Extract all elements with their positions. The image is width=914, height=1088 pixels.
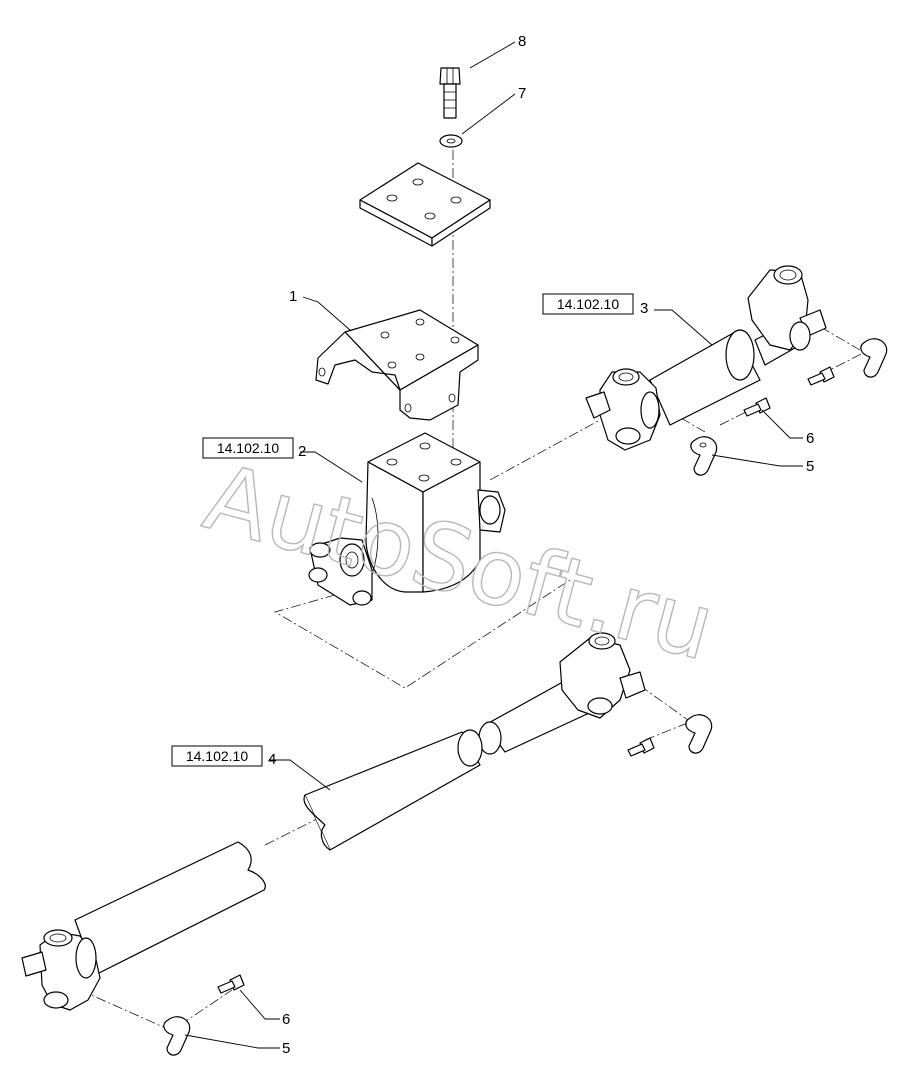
callout-5-lower: 5: [282, 1040, 290, 1057]
callout-3: 3: [640, 300, 648, 317]
screw-part-6: [217, 366, 835, 994]
long-driveshaft-lower-section: [21, 841, 266, 1011]
callout-8: 8: [518, 33, 526, 50]
reference-box-2: 14.102.10: [202, 437, 294, 459]
callout-6-lower: 6: [282, 1011, 290, 1028]
mounting-plate: [359, 162, 491, 247]
callout-leaders: [184, 41, 803, 1049]
bracket-part-1: [315, 309, 479, 421]
svg-text:14.102.10: 14.102.10: [186, 748, 248, 764]
svg-text:14.102.10: 14.102.10: [217, 440, 279, 456]
callout-7: 7: [518, 85, 526, 102]
washer-part-7: [439, 134, 463, 148]
reference-box-4: 14.102.10: [171, 745, 263, 767]
clamp-strap-part-5: [163, 338, 888, 1056]
svg-text:14.102.10: 14.102.10: [557, 296, 619, 312]
callout-6-upper: 6: [806, 430, 814, 447]
callout-4: 4: [268, 751, 276, 768]
short-driveshaft-part-3: [585, 265, 827, 451]
callout-2: 2: [298, 443, 306, 460]
callout-5-upper: 5: [806, 458, 814, 475]
gearbox-part-2: [308, 432, 506, 606]
bolt-part-8: [439, 67, 461, 119]
reference-box-3: 14.102.10: [542, 293, 634, 315]
callout-1: 1: [289, 288, 297, 305]
long-driveshaft-part-4: [303, 632, 646, 851]
